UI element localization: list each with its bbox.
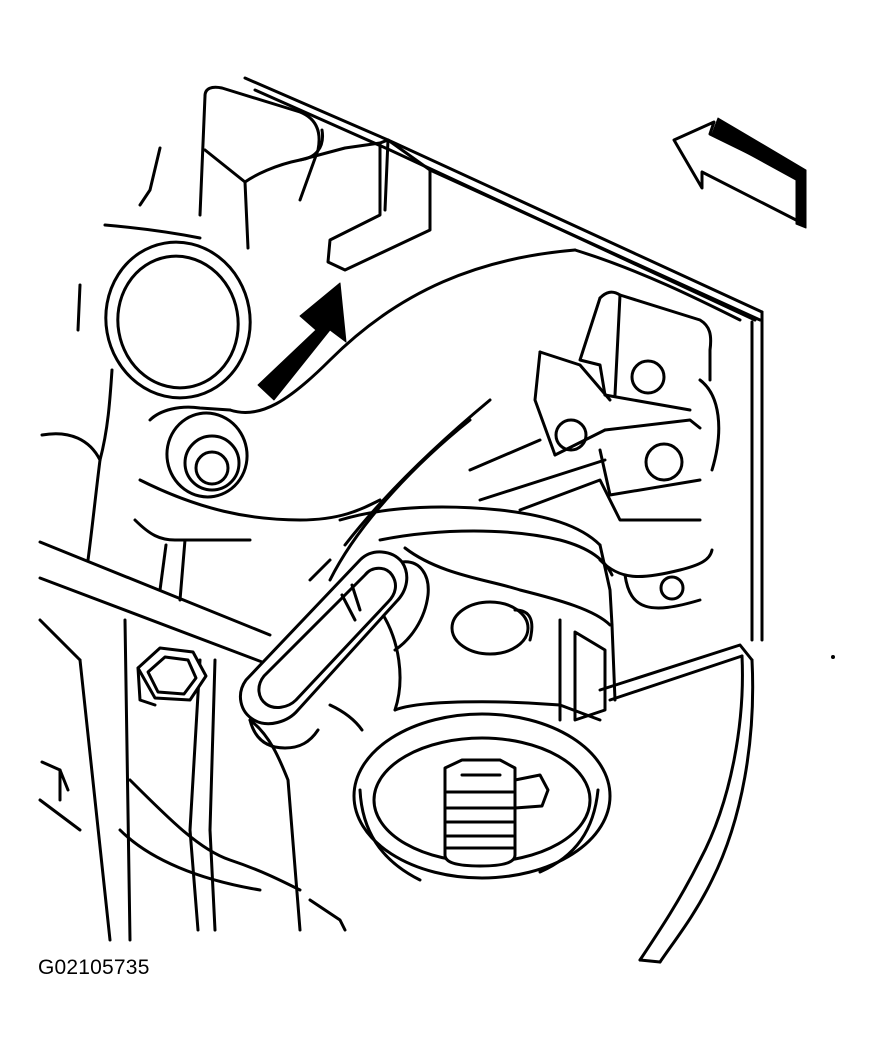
upper-mount-boss <box>76 85 432 332</box>
stray-dot <box>831 655 835 659</box>
central-hub <box>338 505 617 722</box>
hex-bolt <box>136 646 208 707</box>
lower-frame-rails <box>38 540 347 942</box>
threaded-stud <box>443 758 550 868</box>
right-bracket <box>468 290 721 610</box>
large-ring-port <box>98 240 252 462</box>
figure-id-label: G02105735 <box>38 956 150 979</box>
slotted-link <box>238 550 430 750</box>
housing-body <box>40 248 742 602</box>
direction-arrow-icon <box>672 117 807 229</box>
pointer-arrow-icon <box>257 282 347 401</box>
mount-boss-small <box>165 411 249 499</box>
